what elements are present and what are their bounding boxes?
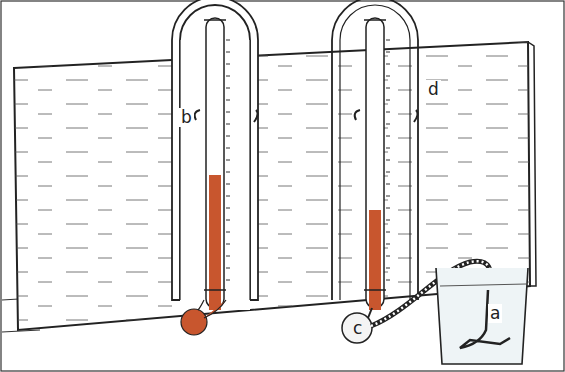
part-label: b (179, 108, 194, 127)
part-label: d (426, 80, 441, 99)
part-label: a (488, 304, 502, 323)
part-label: c (351, 319, 364, 338)
